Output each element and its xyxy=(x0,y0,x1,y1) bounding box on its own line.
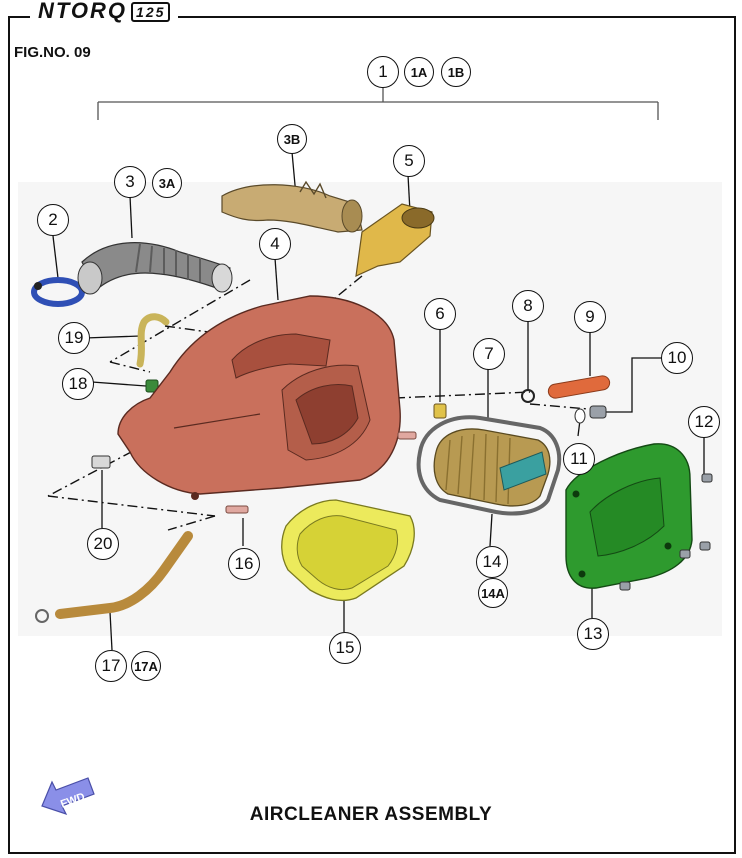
callout-3b: 3B xyxy=(277,124,307,154)
callout-14a: 14A xyxy=(478,578,508,608)
callout-14: 14 xyxy=(476,546,508,578)
hose-clip xyxy=(145,379,159,393)
callout-1a: 1A xyxy=(404,57,434,87)
callout-10: 10 xyxy=(661,342,693,374)
aircleaner-housing xyxy=(117,295,401,500)
cover-screws xyxy=(619,473,713,591)
breather-hose xyxy=(136,313,170,368)
callout-2: 2 xyxy=(37,204,69,236)
drain-plug xyxy=(589,405,607,419)
callout-8: 8 xyxy=(512,290,544,322)
drain-tube xyxy=(35,531,193,623)
callout-17a: 17A xyxy=(131,651,161,681)
callout-1: 1 xyxy=(367,56,399,88)
aircleaner-cover xyxy=(565,443,693,589)
callout-5: 5 xyxy=(393,145,425,177)
callout-11: 11 xyxy=(563,443,595,475)
callout-15: 15 xyxy=(329,632,361,664)
fwd-arrow-icon xyxy=(41,777,95,816)
assembly-centerlines xyxy=(47,275,601,531)
foam-sleeve xyxy=(281,499,415,602)
brand-badge: 125 xyxy=(131,2,171,23)
assembly-bracket xyxy=(97,86,659,120)
figure-number: FIG.NO. 09 xyxy=(14,44,91,61)
callout-1b: 1B xyxy=(441,57,471,87)
callout-3a: 3A xyxy=(152,168,182,198)
clamp-band xyxy=(31,277,85,307)
callout-6: 6 xyxy=(424,298,456,330)
callout-7: 7 xyxy=(473,338,505,370)
intake-snorkel xyxy=(355,203,435,277)
filter-element xyxy=(416,415,562,516)
callout-19: 19 xyxy=(58,322,90,354)
filter-clip xyxy=(433,403,447,419)
callout-4: 4 xyxy=(259,228,291,260)
page-frame xyxy=(8,16,736,854)
o-ring xyxy=(521,389,535,403)
washer xyxy=(574,408,586,424)
small-clip xyxy=(91,455,111,469)
resonator-duct xyxy=(221,180,363,233)
brand-text: NTORQ xyxy=(38,0,128,23)
callout-9: 9 xyxy=(574,301,606,333)
intake-hose xyxy=(77,242,233,295)
callout-12: 12 xyxy=(688,406,720,438)
callout-20: 20 xyxy=(87,528,119,560)
callout-13: 13 xyxy=(577,618,609,650)
callout-18: 18 xyxy=(62,368,94,400)
callout-16: 16 xyxy=(228,548,260,580)
housing-screw xyxy=(225,431,417,514)
diagram-title: AIRCLEANER ASSEMBLY xyxy=(249,804,493,825)
callout-17: 17 xyxy=(95,650,127,682)
drain-pipe xyxy=(547,375,611,399)
callout-3: 3 xyxy=(114,166,146,198)
